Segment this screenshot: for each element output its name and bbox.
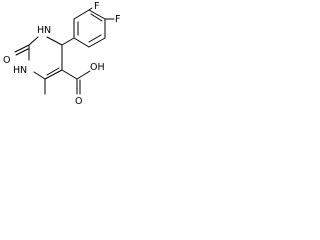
atom-o-carbonyl: O <box>3 55 10 66</box>
atom-o-acid-double: O <box>75 96 82 107</box>
bond-benzene-3 <box>88 37 106 48</box>
bond-benzene-1 <box>88 9 106 20</box>
bond-carbonyl-1 <box>14 44 30 53</box>
bond-aryl-to-ring <box>61 37 75 46</box>
atom-f-top: F <box>94 1 99 12</box>
bond-c-f-top <box>88 7 93 11</box>
bond-benzene-double-2 <box>88 34 102 43</box>
bond-ring-c4-n3 <box>46 36 63 46</box>
bond-benzene-4 <box>73 37 90 48</box>
bond-ring-n3-c2 <box>28 36 39 46</box>
atom-f-right: F <box>115 14 120 25</box>
atom-n-lower: N <box>20 65 27 76</box>
bond-benzene-double-1 <box>90 13 103 22</box>
atom-h-upper: H <box>37 25 44 36</box>
bond-ring-to-acid <box>61 69 78 80</box>
atom-h-lower: H <box>13 65 20 76</box>
bond-acid-c-oh <box>76 70 91 80</box>
molecule-structure-diagram: F F H N O H N O OH <box>3 1 120 107</box>
bond-ring-double <box>46 67 60 76</box>
atom-n-upper: N <box>44 25 51 36</box>
bond-ring-c6-c5 <box>44 69 63 80</box>
atom-labels: F F H N O H N O OH <box>3 1 120 107</box>
bond-benzene-6 <box>73 9 90 20</box>
bond-carbonyl-2 <box>15 48 29 56</box>
bond-lines <box>14 7 115 95</box>
atom-oh-acid: OH <box>90 62 105 73</box>
bond-ring-n1-c6 <box>33 71 46 80</box>
